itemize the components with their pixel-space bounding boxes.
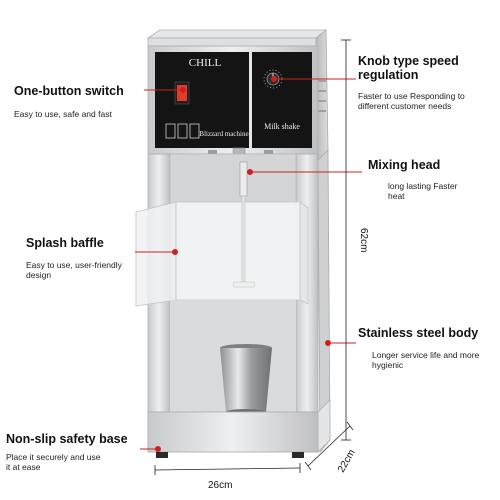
indicator-slots <box>165 123 200 139</box>
left-control-panel <box>155 52 249 148</box>
mixing-cup <box>220 344 272 415</box>
callout-desc: Easy to use, safe and fast <box>14 109 112 119</box>
callout-one-button: One-button switch Easy to use, safe and … <box>14 84 149 119</box>
callout-desc: Longer service life and more hygienic <box>372 350 480 370</box>
callout-title: Knob type speed regulation <box>358 54 459 82</box>
dimension-lines <box>154 39 354 475</box>
callout-desc: long lasting Faster heat <box>388 181 458 201</box>
rubber-foot-left <box>156 452 168 458</box>
callout-title: Mixing head <box>368 158 441 172</box>
depth-dimension: 22cm <box>336 448 358 475</box>
rubber-foot-right <box>292 452 304 458</box>
splash-baffle <box>135 201 309 307</box>
callout-desc: Faster to use Responding to different cu… <box>358 91 465 111</box>
brand-logo: CHILL <box>189 57 222 69</box>
callout-splash-baffle: Splash baffle Easy to use, user-friendly… <box>26 236 136 280</box>
mixing-spindle <box>232 161 256 288</box>
side-panel <box>315 29 331 454</box>
callout-title: Non-slip safety base <box>6 432 128 446</box>
top-cap <box>146 29 328 47</box>
callout-title: One-button switch <box>14 84 124 98</box>
callout-lines <box>135 76 362 452</box>
callout-knob: Knob type speed regulation Faster to use… <box>358 54 496 111</box>
callout-desc: Easy to use, user-friendly design <box>26 260 122 280</box>
height-dimension: 62cm <box>358 228 369 252</box>
callout-title: Splash baffle <box>26 236 104 250</box>
width-dimension: 26cm <box>208 480 232 491</box>
power-switch[interactable] <box>174 81 190 105</box>
blizzard-label: Blizzard machine <box>199 130 248 138</box>
callout-non-slip: Non-slip safety base Place it securely a… <box>6 432 146 472</box>
callout-title: Stainless steel body <box>358 326 479 340</box>
base <box>147 399 331 458</box>
callout-mixing-head: Mixing head long lasting Faster heat <box>368 158 498 201</box>
right-control-panel <box>252 52 312 148</box>
callout-desc: Place it securely and use it at ease <box>6 452 101 472</box>
callout-steel-body: Stainless steel body Longer service life… <box>358 326 498 370</box>
milkshake-label: Milk shake <box>264 122 300 131</box>
